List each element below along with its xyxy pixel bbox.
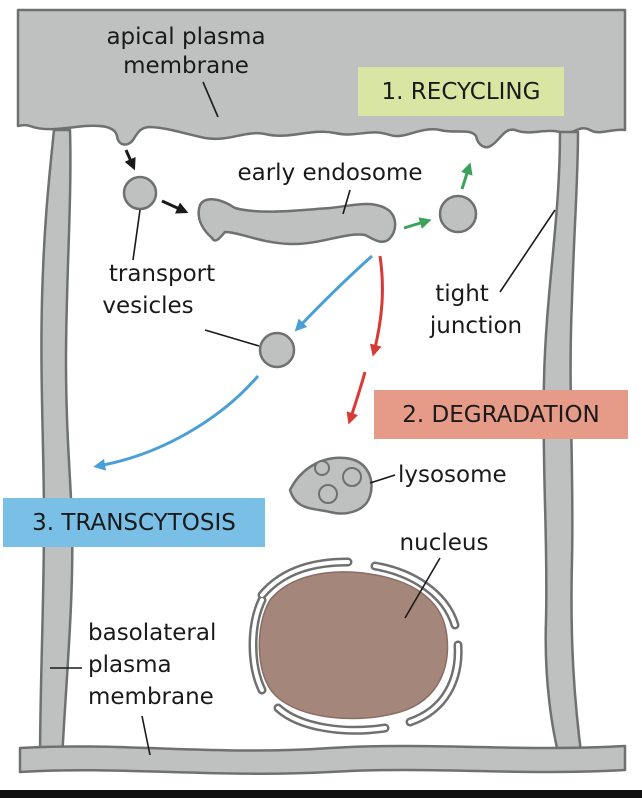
- transcytosis-label: 3. TRANSCYTOSIS: [32, 510, 236, 536]
- left-lateral-membrane: [38, 128, 74, 762]
- transcytosis-arrow-1: [294, 254, 373, 332]
- lysosome-vesicle-2: [342, 467, 362, 487]
- transport-vesicles-leader-line-2: [204, 329, 260, 347]
- degradation-arrow-2: [346, 371, 367, 425]
- lysosome-vesicle-3: [318, 484, 338, 504]
- basolateral-plasma-membrane: [18, 744, 627, 775]
- endocytosis-arrow-1: [124, 149, 136, 171]
- tight-junction-leader-line: [499, 209, 556, 293]
- transport-vesicle-2: [258, 331, 296, 369]
- nuclear-envelope-inner: [251, 560, 461, 733]
- recycling-label: 1. RECYCLING: [382, 79, 541, 105]
- early-endosome-leader-line: [342, 189, 351, 215]
- recycling-arrow-1: [403, 217, 432, 230]
- apical-membrane-label-line2: membrane: [123, 53, 249, 79]
- basolateral-membrane-label-line2: plasma: [88, 652, 172, 678]
- degradation-arrow-1: [369, 255, 384, 357]
- figure-bottom-border: [0, 790, 642, 798]
- endocytosis-arrow-2: [161, 199, 189, 214]
- basolateral-leader-line-2: [141, 715, 151, 756]
- apical-leader-line: [202, 81, 219, 118]
- recycling-arrow-2: [460, 162, 473, 190]
- basolateral-membrane-label-line1: basolateral: [88, 620, 216, 646]
- recycling-vesicle: [438, 194, 478, 234]
- basolateral-membrane-label-line3: membrane: [88, 684, 214, 710]
- degradation-box: [374, 390, 628, 439]
- early-endosome-label: early endosome: [237, 160, 422, 186]
- lysosome-leader-line: [369, 474, 396, 484]
- tight-junction-label-line1: tight: [435, 281, 489, 307]
- transport-vesicle-1: [122, 175, 158, 211]
- transcytosis-box: [3, 498, 265, 547]
- transport-vesicles-label-line1: transport: [109, 261, 215, 287]
- lysosome-label: lysosome: [398, 462, 507, 488]
- degradation-label: 2. DEGRADATION: [402, 402, 600, 428]
- nucleus-leader-line: [404, 557, 441, 619]
- early-endosome: [197, 198, 397, 246]
- lysosome-vesicle-1: [314, 460, 330, 476]
- apical-membrane-label-line1: apical plasma: [106, 24, 265, 50]
- transcytosis-arrow-2: [93, 375, 260, 471]
- nucleus: [258, 571, 449, 720]
- transport-vesicles-label-line2: vesicles: [102, 293, 193, 319]
- nucleus-label: nucleus: [400, 530, 489, 556]
- tight-junction-label-line2: junction: [429, 313, 522, 339]
- transport-vesicles-leader-line-1: [132, 209, 141, 261]
- recycling-box: [358, 67, 564, 116]
